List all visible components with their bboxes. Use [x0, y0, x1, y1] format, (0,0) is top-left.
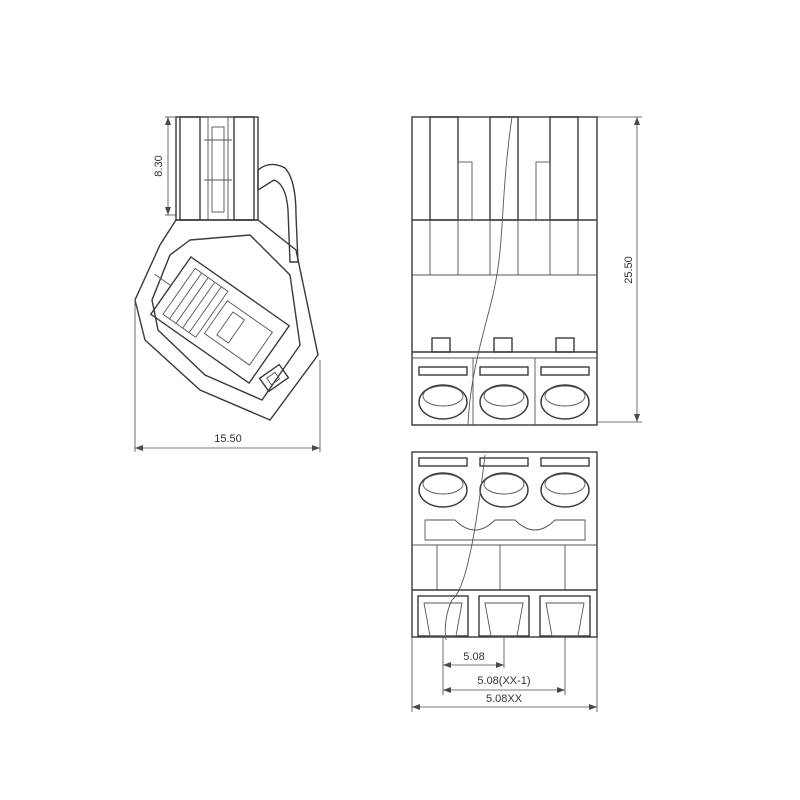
dim-total-height: 25.50	[623, 256, 635, 284]
dim-total-width: 5.08XX	[486, 693, 523, 705]
dim-side-width: 15.50	[214, 433, 242, 445]
dim-side-height: 8.30	[153, 155, 165, 176]
side-view: 8.30 15.50	[134, 116, 321, 452]
screw-housing	[149, 255, 291, 385]
front-view: 25.50	[411, 116, 642, 426]
dim-pitch-span: 5.08(XX-1)	[477, 675, 530, 687]
dim-pitch: 5.08	[463, 651, 484, 663]
bottom-view: 5.08 5.08(XX-1) 5.08XX	[411, 451, 598, 712]
